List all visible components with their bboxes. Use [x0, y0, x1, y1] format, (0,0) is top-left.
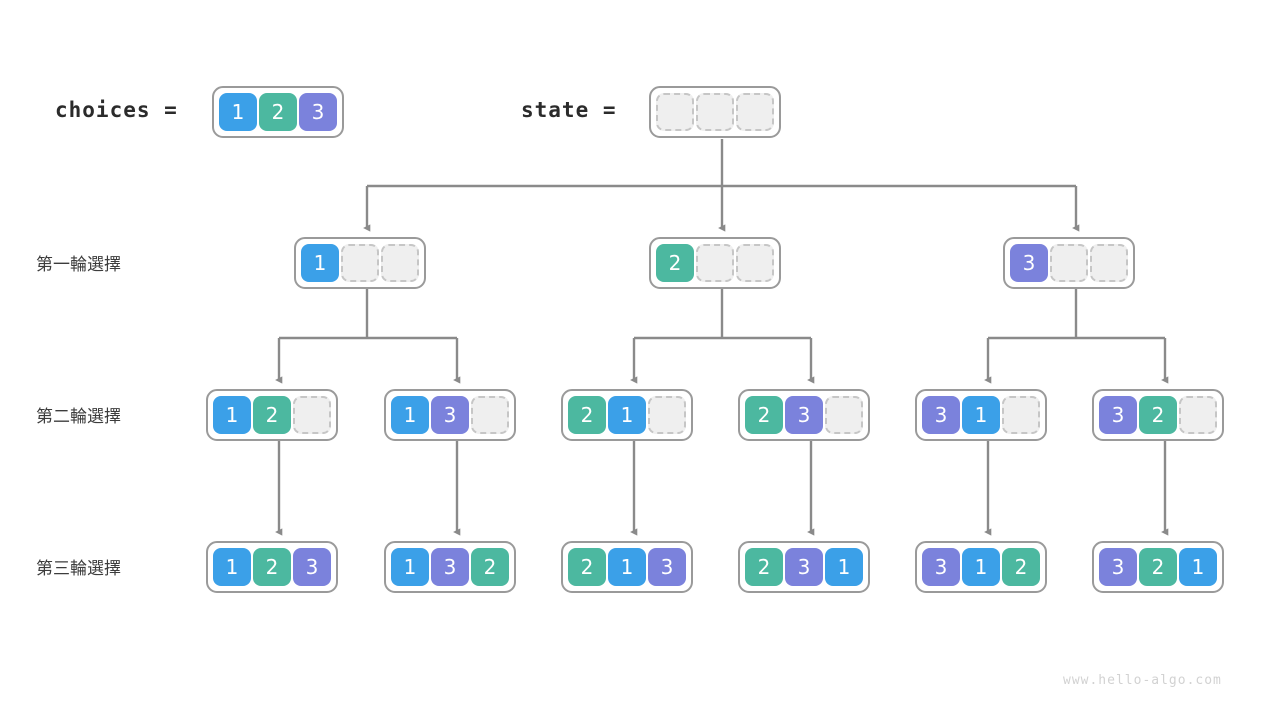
node-round2-1-cell-1: 2: [253, 396, 291, 434]
state-cell-empty-1: [696, 93, 734, 131]
choices-cell-0: 1: [219, 93, 257, 131]
choices-label: choices =: [55, 98, 178, 122]
node-round2-6-cell-0: 3: [1099, 396, 1137, 434]
node-round3-3-cell-2: 3: [648, 548, 686, 586]
node-round1-1-cell-empty-1: [341, 244, 379, 282]
node-round2-4-cell-1: 3: [785, 396, 823, 434]
node-round2-5-cell-1: 1: [962, 396, 1000, 434]
node-round3-5-cell-1: 1: [962, 548, 1000, 586]
node-round2-1-cell-0: 1: [213, 396, 251, 434]
node-round1-1-cell-0: 1: [301, 244, 339, 282]
node-round3-4-cell-0: 2: [745, 548, 783, 586]
node-round2-5-cell-empty-2: [1002, 396, 1040, 434]
node-round1-1-cell-empty-2: [381, 244, 419, 282]
node-round2-3-cell-0: 2: [568, 396, 606, 434]
node-round3-4-cell-1: 3: [785, 548, 823, 586]
node-round1-3-cell-0: 3: [1010, 244, 1048, 282]
node-round3-6-cell-1: 2: [1139, 548, 1177, 586]
node-round1-1: 1: [294, 237, 426, 289]
node-round3-2-cell-0: 1: [391, 548, 429, 586]
node-round1-2-cell-0: 2: [656, 244, 694, 282]
watermark: www.hello-algo.com: [1063, 673, 1222, 688]
node-round1-2-cell-empty-1: [696, 244, 734, 282]
node-round1-2: 2: [649, 237, 781, 289]
node-round2-1-cell-empty-2: [293, 396, 331, 434]
row-label-round-3: 第三輪選擇: [36, 559, 121, 579]
node-round2-2-cell-1: 3: [431, 396, 469, 434]
node-round3-2-cell-1: 3: [431, 548, 469, 586]
node-round3-6-cell-2: 1: [1179, 548, 1217, 586]
state-cell-empty-0: [656, 93, 694, 131]
node-round2-2-cell-0: 1: [391, 396, 429, 434]
node-round3-1-cell-0: 1: [213, 548, 251, 586]
node-round3-4-cell-2: 1: [825, 548, 863, 586]
node-round3-5-cell-0: 3: [922, 548, 960, 586]
node-round2-4-cell-empty-2: [825, 396, 863, 434]
node-round2-2-cell-empty-2: [471, 396, 509, 434]
node-round3-3-cell-1: 1: [608, 548, 646, 586]
node-round3-3-cell-0: 2: [568, 548, 606, 586]
node-round1-3-cell-empty-1: [1050, 244, 1088, 282]
row-label-round-1: 第一輪選擇: [36, 255, 121, 275]
node-round2-5-cell-0: 3: [922, 396, 960, 434]
node-round2-3-cell-1: 1: [608, 396, 646, 434]
choices-cell-2: 3: [299, 93, 337, 131]
node-round1-2-cell-empty-2: [736, 244, 774, 282]
node-round3-6-cell-0: 3: [1099, 548, 1137, 586]
node-round1-3-cell-empty-2: [1090, 244, 1128, 282]
node-round2-3-cell-empty-2: [648, 396, 686, 434]
node-round3-1-cell-2: 3: [293, 548, 331, 586]
node-round1-3: 3: [1003, 237, 1135, 289]
node-round3-2-cell-2: 2: [471, 548, 509, 586]
node-round3-1-cell-1: 2: [253, 548, 291, 586]
state-cell-empty-2: [736, 93, 774, 131]
choices-cell-1: 2: [259, 93, 297, 131]
node-round3-5-cell-2: 2: [1002, 548, 1040, 586]
node-round2-6-cell-1: 2: [1139, 396, 1177, 434]
row-label-round-2: 第二輪選擇: [36, 407, 121, 427]
state-label: state =: [521, 98, 617, 122]
node-round2-4-cell-0: 2: [745, 396, 783, 434]
state-array: [649, 86, 781, 138]
node-round2-6-cell-empty-2: [1179, 396, 1217, 434]
